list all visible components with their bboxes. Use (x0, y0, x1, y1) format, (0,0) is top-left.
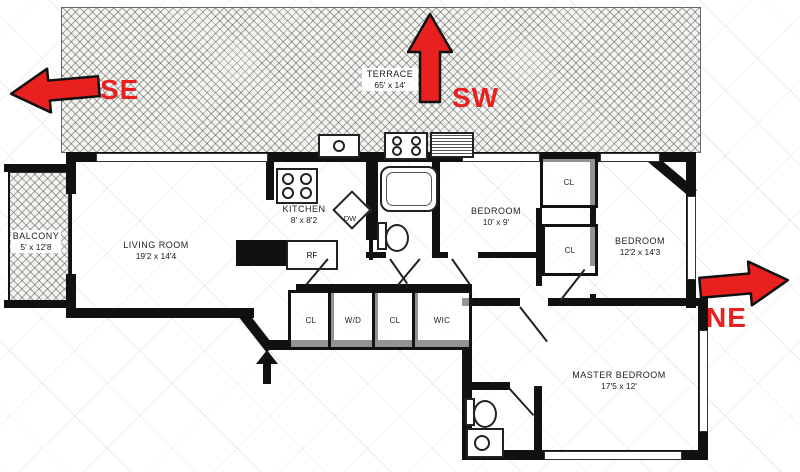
arrow-shape (698, 260, 790, 307)
wall (66, 274, 76, 318)
wall (266, 152, 274, 200)
room-name: MASTER BEDROOM (572, 370, 666, 380)
refrigerator-label: RF (306, 250, 318, 260)
window (600, 153, 660, 162)
wall (69, 192, 72, 276)
room-name: BALCONY (12, 231, 60, 241)
room-name: BEDROOM (614, 236, 665, 246)
compass-label-se: SE (100, 74, 140, 105)
burner-icon (410, 146, 421, 157)
room-dims: 10' x 9' (482, 217, 510, 227)
entry-arrow-icon (256, 350, 278, 384)
walk-in-closet-label: WIC (433, 315, 451, 325)
wall (548, 298, 708, 306)
washer-dryer-label: W/D (344, 315, 362, 325)
compass-arrow-sw-icon (407, 12, 453, 104)
dishwasher-label: DW (343, 214, 357, 223)
burner-icon (391, 135, 402, 146)
arrow-shape (9, 67, 101, 114)
room-dims: 19'2 x 14'4 (135, 251, 177, 261)
room-name: KITCHEN (282, 204, 326, 214)
terrace-label-patch: TERRACE 65' x 14' (361, 68, 419, 91)
walk-in-closet: WIC (412, 290, 472, 350)
burner-icon (410, 135, 421, 146)
entry-arrow-shape (256, 350, 278, 384)
room-dims: 12'2 x 14'3 (619, 247, 661, 257)
window (687, 196, 696, 280)
kitchen-label: KITCHEN 8' x 8'2 (268, 204, 340, 225)
washer-dryer: W/D (328, 290, 378, 350)
compass-label-ne: NE (706, 302, 747, 333)
wall (4, 300, 68, 308)
room-dims: 5' x 12'8 (20, 242, 52, 252)
bathtub-icon (380, 166, 438, 212)
closet-between-bedrooms: CL (542, 224, 598, 276)
wall (366, 252, 386, 258)
burner-icon (282, 187, 294, 199)
bedroom2-label: BEDROOM 12'2 x 14'3 (596, 236, 684, 257)
window (699, 330, 708, 432)
closet-label: CL (305, 315, 317, 325)
wall (462, 382, 510, 390)
wall (66, 308, 254, 318)
terrace-label: TERRACE 65' x 14' (320, 68, 460, 93)
grill-icon (430, 132, 474, 158)
wall (590, 152, 596, 266)
closet-bedroom1: CL (540, 156, 598, 208)
kitchen-counter (236, 240, 286, 266)
terrace-sink-icon (318, 134, 360, 158)
closet-label: CL (564, 245, 576, 255)
terrace-stove-icon (384, 132, 428, 160)
arrow-shape (407, 12, 453, 104)
window (544, 451, 682, 460)
wall (296, 284, 472, 292)
burner-icon (391, 146, 402, 157)
closet-label: CL (389, 315, 401, 325)
corner-sink-icon (466, 428, 504, 458)
room-dims: 8' x 8'2 (290, 215, 318, 225)
compass-arrow-ne-icon (698, 260, 790, 307)
sink-basin-icon (474, 435, 490, 451)
wall (432, 252, 448, 258)
stove-icon (276, 168, 318, 204)
burner-icon (282, 173, 294, 185)
toilet-icon (473, 400, 497, 428)
wall (590, 294, 596, 306)
compass-label-sw: SW (452, 82, 500, 113)
closet-label: CL (563, 177, 575, 187)
wall (462, 298, 520, 306)
balcony-label-patch: BALCONY 5' x 12'8 (10, 230, 62, 253)
room-name: LIVING ROOM (123, 240, 189, 250)
toilet-icon (385, 224, 409, 252)
wall (366, 152, 378, 240)
wall (4, 164, 68, 172)
wall (369, 238, 373, 260)
wall (66, 152, 76, 194)
room-name: TERRACE (366, 69, 414, 79)
bedroom1-label: BEDROOM 10' x 9' (452, 206, 540, 227)
master-bedroom-label: MASTER BEDROOM 17'5 x 12' (545, 370, 693, 391)
refrigerator-box: RF (286, 240, 338, 270)
bathtub-inner (386, 172, 432, 206)
wall (478, 252, 540, 258)
room-name: BEDROOM (470, 206, 521, 216)
room-dims: 17'5 x 12' (601, 381, 637, 391)
wall (534, 386, 542, 460)
wall (66, 152, 696, 162)
burner-icon (300, 187, 312, 199)
wall (536, 208, 542, 286)
room-dims: 65' x 14' (374, 80, 406, 90)
compass-arrow-se-icon (9, 67, 101, 114)
sink-basin-icon (333, 140, 345, 152)
window (96, 153, 268, 162)
burner-icon (300, 173, 312, 185)
living-room-label: LIVING ROOM 19'2 x 14'4 (94, 240, 218, 261)
balcony-label: BALCONY 5' x 12'8 (2, 230, 70, 255)
